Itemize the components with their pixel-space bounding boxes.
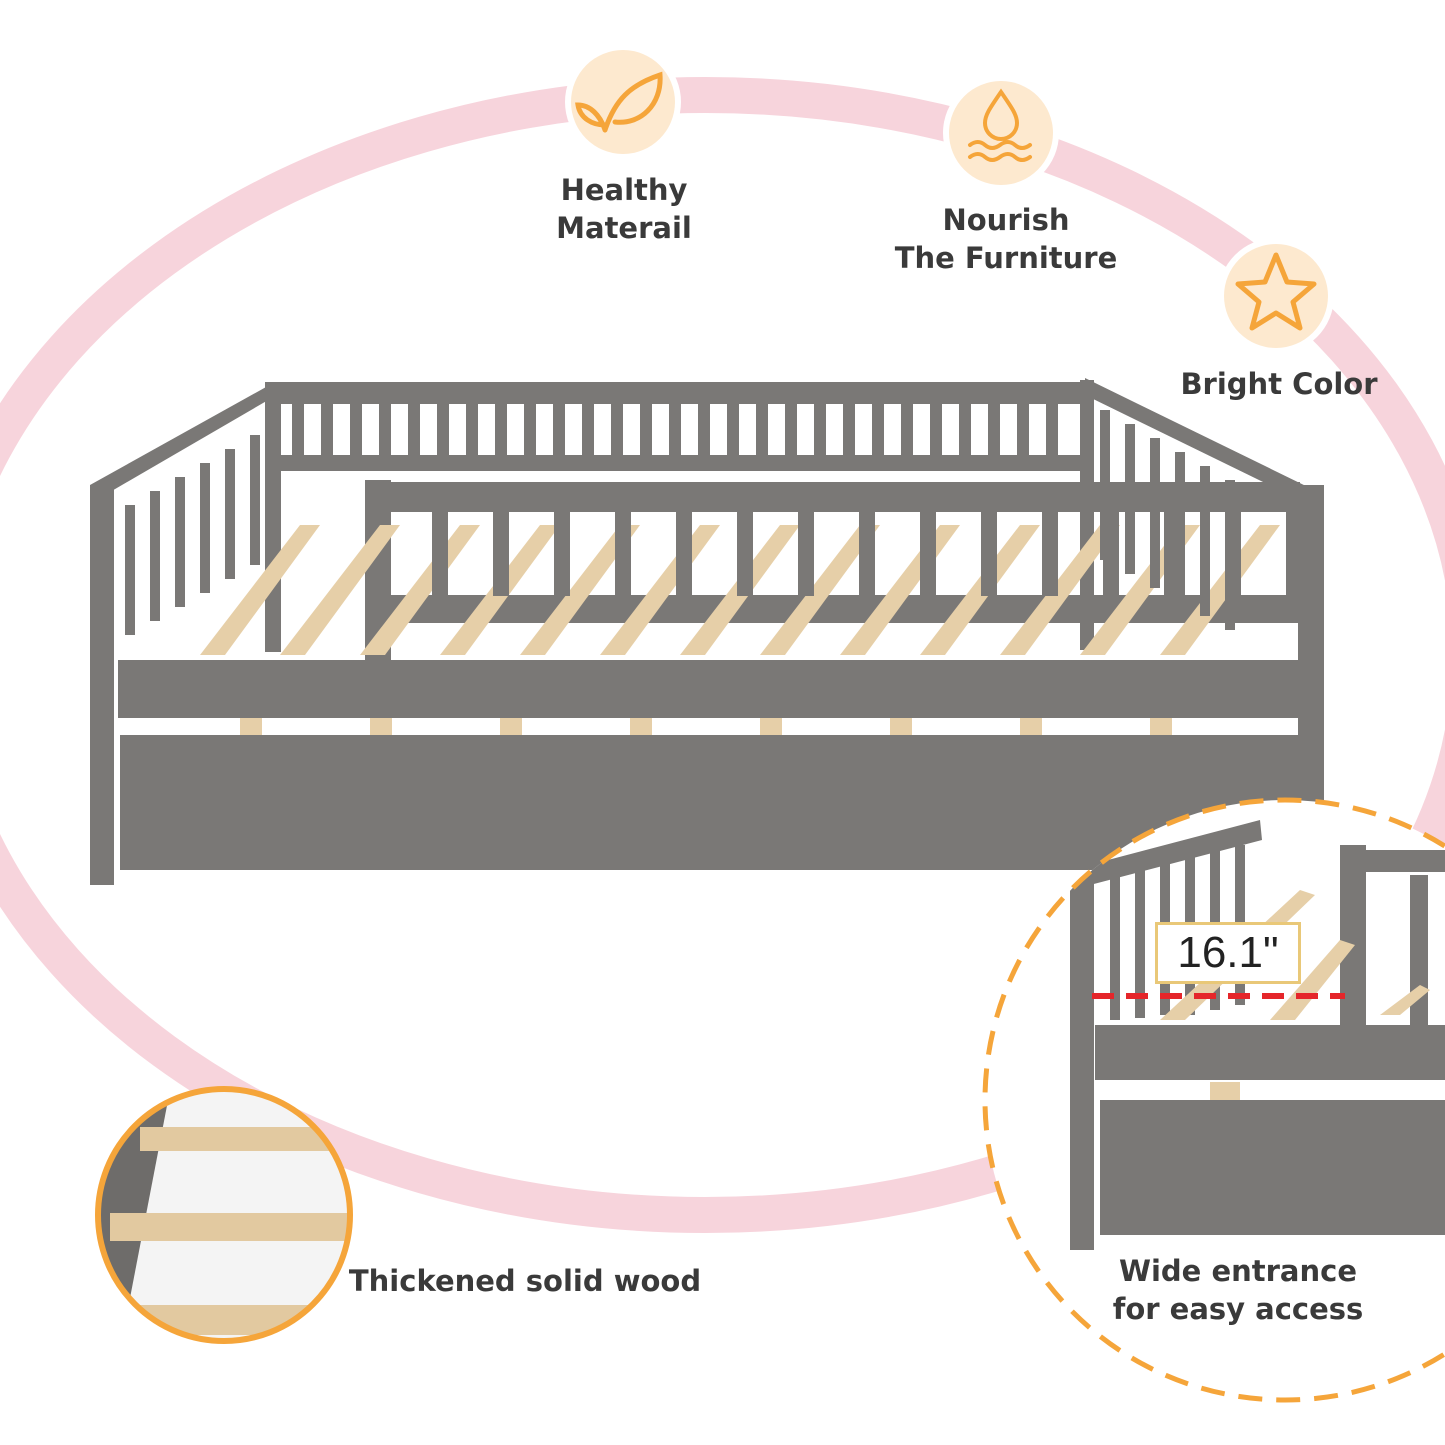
front-baluster	[432, 512, 448, 596]
slats-closeup-frame	[95, 1086, 353, 1344]
trundle-slat	[500, 718, 522, 735]
trundle-slat	[1150, 718, 1172, 735]
slat	[280, 525, 400, 655]
side-baluster	[225, 449, 235, 579]
front-baluster	[554, 512, 570, 596]
front-baluster	[737, 512, 753, 596]
side-baluster	[1200, 466, 1210, 616]
front-baluster	[1286, 512, 1302, 596]
callout-slats: Thickened solid wood	[348, 1264, 702, 1298]
back-baluster	[669, 404, 681, 456]
front-baluster	[615, 512, 631, 596]
side-baluster	[125, 505, 135, 635]
bed-image	[90, 378, 1324, 885]
side-baluster	[1225, 480, 1235, 630]
slat	[760, 525, 880, 655]
back-baluster	[698, 404, 710, 456]
trundle-slat	[630, 718, 652, 735]
front-baluster	[1042, 512, 1058, 596]
slat	[1160, 525, 1280, 655]
leaf-icon	[565, 44, 681, 160]
slat	[920, 525, 1040, 655]
side-baluster	[1125, 424, 1135, 574]
back-baluster	[814, 404, 826, 456]
back-baluster	[408, 404, 420, 456]
pink-ring	[0, 77, 1445, 1233]
side-baluster	[250, 435, 260, 565]
back-baluster	[959, 404, 971, 456]
star-icon	[1218, 238, 1334, 354]
front-baluster	[859, 512, 875, 596]
side-baluster	[200, 463, 210, 593]
back-baluster	[988, 404, 1000, 456]
side-baluster	[1100, 410, 1110, 560]
trundle-slat	[890, 718, 912, 735]
back-baluster	[843, 404, 855, 456]
feature-label-bright-color: Bright Color	[1180, 367, 1378, 401]
entrance-closeup-frame	[982, 797, 1445, 1403]
side-baluster	[150, 491, 160, 621]
side-baluster	[175, 477, 185, 607]
back-baluster	[1046, 404, 1058, 456]
back-baluster	[350, 404, 362, 456]
back-baluster	[756, 404, 768, 456]
back-baluster	[437, 404, 449, 456]
side-baluster	[1150, 438, 1160, 588]
slat	[200, 525, 320, 655]
back-baluster	[727, 404, 739, 456]
front-baluster	[798, 512, 814, 596]
back-baluster	[292, 404, 304, 456]
back-baluster	[611, 404, 623, 456]
back-baluster	[1017, 404, 1029, 456]
back-baluster	[321, 404, 333, 456]
back-baluster	[495, 404, 507, 456]
height-measurement-label: 16.1"	[1155, 922, 1301, 984]
trundle-slat	[1020, 718, 1042, 735]
back-baluster	[466, 404, 478, 456]
front-baluster	[493, 512, 509, 596]
trundle-slat	[240, 718, 262, 735]
slat	[520, 525, 640, 655]
front-baluster	[676, 512, 692, 596]
side-baluster	[1175, 452, 1185, 602]
back-baluster	[640, 404, 652, 456]
back-baluster	[785, 404, 797, 456]
back-baluster	[582, 404, 594, 456]
trundle-slat	[760, 718, 782, 735]
slat	[360, 525, 480, 655]
back-baluster	[379, 404, 391, 456]
back-baluster	[553, 404, 565, 456]
bed-balusters	[125, 404, 1302, 635]
back-baluster	[872, 404, 884, 456]
water-drop-icon	[943, 75, 1059, 191]
front-baluster	[920, 512, 936, 596]
back-baluster	[930, 404, 942, 456]
front-baluster	[981, 512, 997, 596]
slat	[1000, 525, 1120, 655]
back-baluster	[901, 404, 913, 456]
back-baluster	[524, 404, 536, 456]
trundle-slat	[370, 718, 392, 735]
